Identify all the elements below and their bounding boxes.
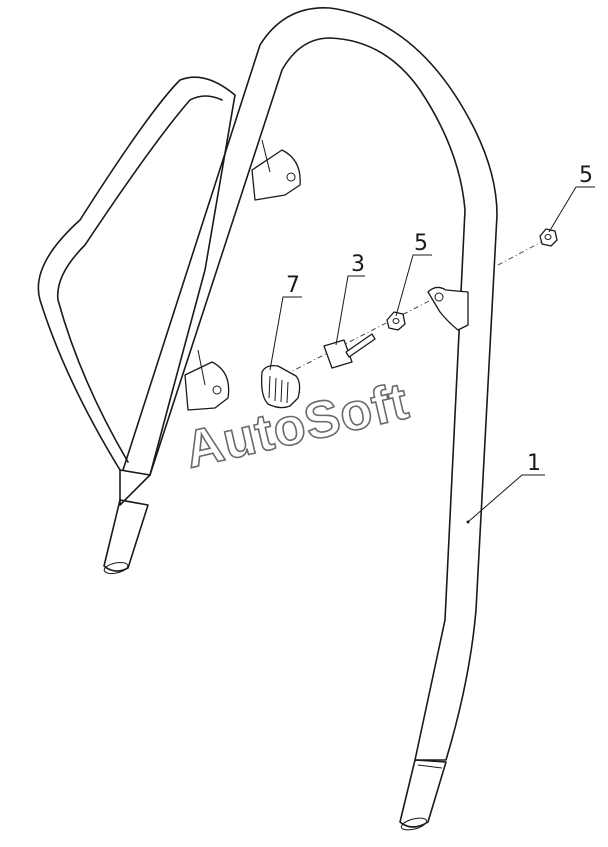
upper-bracket	[251, 139, 301, 201]
lower-bracket	[184, 349, 230, 411]
side-bracket-plate	[427, 286, 469, 331]
main-hoop-tube	[122, 7, 498, 831]
part-label-7: 7	[286, 273, 300, 298]
nut-part-5-upper	[539, 228, 558, 247]
part-label-5-upper: 5	[579, 163, 593, 188]
rear-tube-frame	[37, 76, 236, 574]
part-label-3: 3	[351, 252, 365, 277]
part-label-1: 1	[527, 451, 541, 476]
grip-pad-part-7	[260, 364, 301, 409]
leader-lines	[269, 186, 595, 524]
nut-part-5-lower	[386, 311, 406, 331]
plate-bolt-part-3	[323, 333, 376, 369]
part-label-5-lower: 5	[414, 231, 428, 256]
